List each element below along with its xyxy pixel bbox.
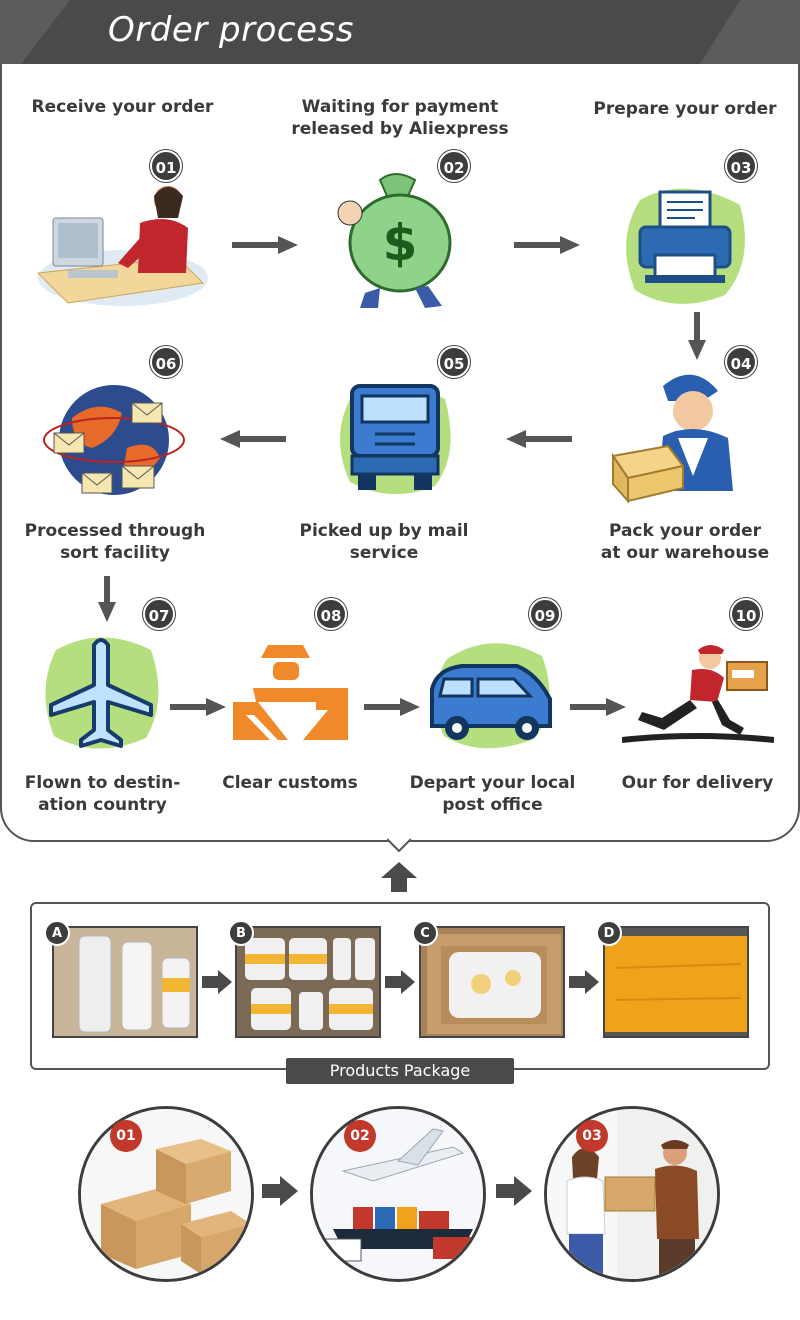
delivery-step-handover [544,1106,720,1282]
arrow-right-icon [569,970,599,994]
page-title: Order process [108,10,354,50]
delivery-step-transport [310,1106,486,1282]
step-08-label: Clear customs [222,773,358,793]
delivery-step-01-badge: 01 [110,1120,142,1152]
step-01-label: Receive your order [31,97,214,117]
arrow-right-icon [570,698,626,716]
courier-running-icon [622,645,774,743]
step-09-label: Depart your local post office [409,773,576,815]
operator-computer-icon [36,186,208,306]
package-photo-d [603,926,749,1038]
arrow-left-icon [506,430,572,448]
delivery-step-boxes [78,1106,254,1282]
wrapped-items-icon [245,938,375,1030]
step-01-badge: 01 [150,150,182,182]
arrow-right-icon [262,1176,298,1206]
warehouse-worker-icon [611,374,733,504]
sealed-parcel-icon [605,936,747,1032]
banner-facet [700,0,800,64]
panel-pointer [387,838,411,852]
step-05-label: Picked up by mail service [299,521,469,563]
plane-ship-truck-icon [313,1109,483,1279]
step-03-label: Prepare your order [593,99,777,119]
cardboard-boxes-icon [81,1109,251,1279]
money-bag-icon: $ [337,173,452,308]
arrow-right-icon [364,698,420,716]
printer-icon [626,188,745,304]
arrow-down-icon [688,312,706,360]
arrow-up-icon [381,862,417,892]
arrow-right-icon [170,698,226,716]
banner-facet [0,0,70,64]
package-photo-b [235,926,381,1038]
step-03-badge: 03 [725,150,757,182]
delivery-van-icon [430,643,552,749]
arrow-right-icon [514,236,580,254]
step-07-badge: 07 [143,598,175,630]
step-05-badge: 05 [438,346,470,378]
step-07-label: Flown to destin- ation country [24,773,181,815]
svg-text:$: $ [383,214,418,272]
step-10-badge: 10 [730,598,762,630]
step-09-badge: 09 [529,598,561,630]
package-step-d-badge: D [596,920,622,946]
step-02-label: Waiting for payment released by Aliexpre… [291,97,509,139]
open-box-icon [427,934,561,1034]
mail-truck-icon [340,384,451,495]
airplane-icon [45,637,159,749]
step-06-label: Processed through sort facility [24,521,206,563]
step-04-label: Pack your order at our warehouse [600,521,770,563]
bubble-wrap-icon [78,935,191,1033]
package-photo-c [419,926,565,1038]
arrow-right-icon [202,970,232,994]
products-package-caption: Products Package [286,1058,514,1084]
arrow-right-icon [232,236,298,254]
step-02-badge: 02 [438,150,470,182]
package-step-c-badge: C [412,920,438,946]
delivery-step-02-badge: 02 [344,1120,376,1152]
courier-handover-icon [547,1109,717,1279]
arrow-right-icon [385,970,415,994]
header-banner: Order process [0,0,800,64]
package-step-a-badge: A [44,920,70,946]
globe-mail-icon [43,385,185,495]
step-06-badge: 06 [150,346,182,378]
arrow-left-icon [220,430,286,448]
step-08-badge: 08 [315,598,347,630]
arrow-down-icon [98,576,116,622]
arrow-right-icon [496,1176,532,1206]
step-10-label: Our for delivery [621,773,774,793]
step-04-badge: 04 [725,346,757,378]
package-photo-a [52,926,198,1038]
customs-officer-icon [233,645,348,740]
delivery-step-03-badge: 03 [576,1120,608,1152]
package-step-b-badge: B [228,920,254,946]
